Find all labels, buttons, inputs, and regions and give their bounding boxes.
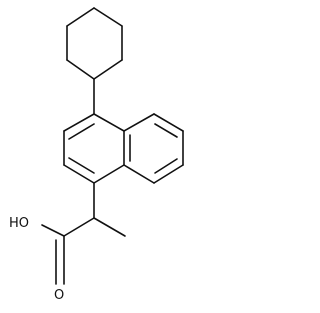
bond — [93, 164, 125, 184]
bond — [66, 7, 95, 27]
chemical-structure-diagram: HO O — [9, 7, 184, 303]
bond — [153, 164, 184, 184]
bond — [123, 113, 155, 132]
bond — [66, 59, 95, 80]
carbonyl-oxygen-label: O — [54, 288, 64, 303]
propanoic-acid-chain — [41, 182, 126, 285]
cyclohexane-ring — [66, 7, 123, 80]
naphthalene-right-ring — [123, 113, 184, 184]
bond — [154, 158, 178, 174]
bond — [93, 59, 123, 80]
bond — [123, 164, 155, 184]
bond — [93, 7, 123, 27]
bond — [63, 217, 95, 237]
bond — [68, 123, 95, 140]
bond — [153, 113, 184, 132]
hydroxyl-label: HO — [9, 216, 29, 231]
bond — [41, 224, 65, 237]
bond — [93, 113, 125, 132]
structure-canvas: HO O — [9, 7, 184, 303]
bond — [63, 164, 95, 184]
bond — [93, 217, 126, 237]
bond — [63, 113, 95, 132]
bond — [154, 123, 178, 138]
naphthalene-left-ring — [63, 113, 125, 184]
bond — [68, 157, 95, 174]
